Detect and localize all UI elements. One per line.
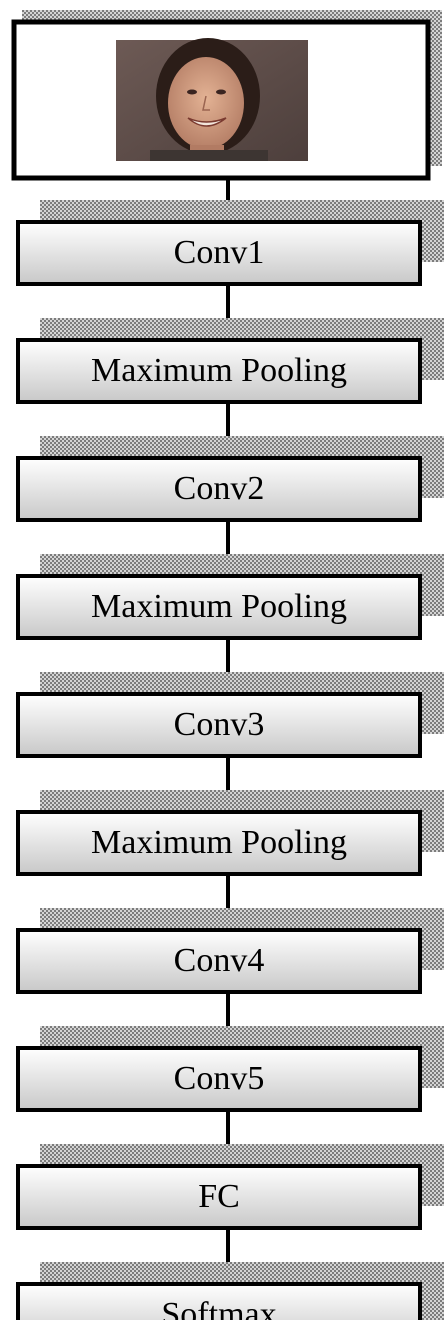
layer-label: FC [198, 1178, 240, 1215]
smiling-face-photo-icon [116, 38, 308, 161]
layer-label: Maximum Pooling [91, 352, 347, 389]
layer-box [16, 338, 422, 404]
layer-box [16, 456, 422, 522]
layer-box [16, 1046, 422, 1112]
input-image-block [11, 10, 442, 181]
layer-block: Conv5 [16, 1026, 444, 1112]
layer-label: Conv5 [174, 1060, 265, 1097]
layer-box [16, 574, 422, 640]
layer-block: Conv1 [16, 200, 444, 286]
layer-block: Maximum Pooling [16, 318, 444, 404]
layer-label: Maximum Pooling [91, 824, 347, 861]
layer-block: Conv3 [16, 672, 444, 758]
layer-label: Softmax [161, 1296, 276, 1320]
layer-box [16, 1282, 422, 1320]
layer-label: Conv1 [174, 234, 265, 271]
layer-block: Conv2 [16, 436, 444, 522]
layer-block: FC [16, 1144, 444, 1230]
layer-box [16, 692, 422, 758]
layer-box [16, 810, 422, 876]
layer-label: Conv3 [174, 706, 265, 743]
layer-label: Conv4 [174, 942, 265, 979]
layer-block: Softmax [16, 1262, 444, 1320]
layer-label: Conv2 [174, 470, 265, 507]
layer-label: Maximum Pooling [91, 588, 347, 625]
layer-box [16, 220, 422, 286]
layer-block: Conv4 [16, 908, 444, 994]
layer-box [16, 928, 422, 994]
layer-block: Maximum Pooling [16, 790, 444, 876]
layer-box [16, 1164, 422, 1230]
layer-block: Maximum Pooling [16, 554, 444, 640]
